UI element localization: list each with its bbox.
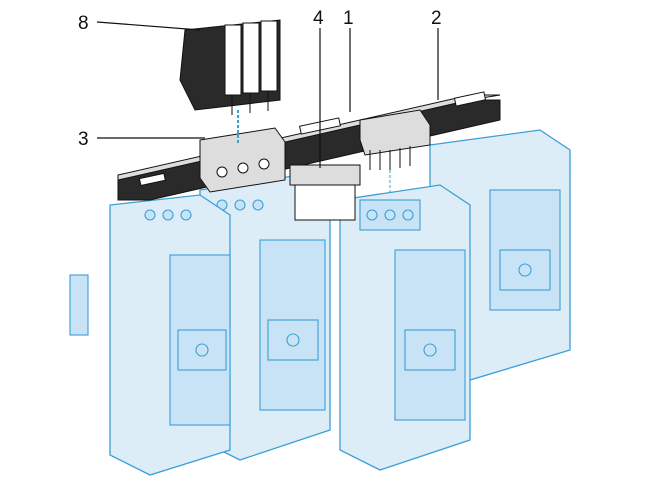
connection-module-2 [359,109,431,195]
leader-line-8 [96,21,201,31]
end-cover [289,164,361,221]
starter-unit-1 [109,194,231,476]
callout-1: 1 [343,8,354,29]
connection-module-3 [199,127,286,193]
starter-unit-2 [199,174,331,461]
callout-4: 4 [313,8,324,29]
starter-unit-3 [339,184,471,471]
callout-2: 2 [431,8,442,29]
auxiliary-contact-block [179,19,281,145]
din-rail [69,274,89,336]
callout-3: 3 [78,129,89,150]
callout-8: 8 [78,13,89,34]
